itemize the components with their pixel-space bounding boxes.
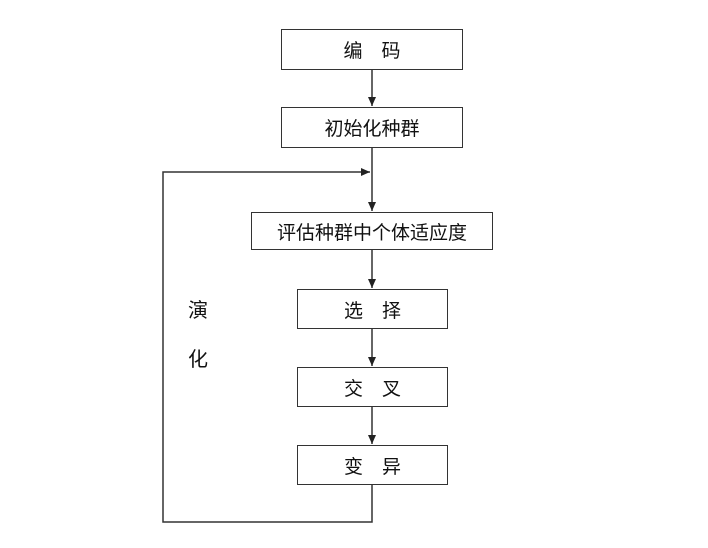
loop-label-char-2: 化 (188, 347, 208, 371)
node-encode: 编 码 (281, 29, 463, 70)
node-init-population: 初始化种群 (281, 107, 463, 148)
feedback-loop-line (162, 168, 373, 523)
loop-label-char-1: 演 (188, 298, 208, 322)
node-crossover: 交 叉 (297, 367, 448, 407)
node-mutation: 变 异 (297, 445, 448, 485)
node-selection: 选 择 (297, 289, 448, 329)
node-evaluate-fitness: 评估种群中个体适应度 (251, 212, 493, 250)
